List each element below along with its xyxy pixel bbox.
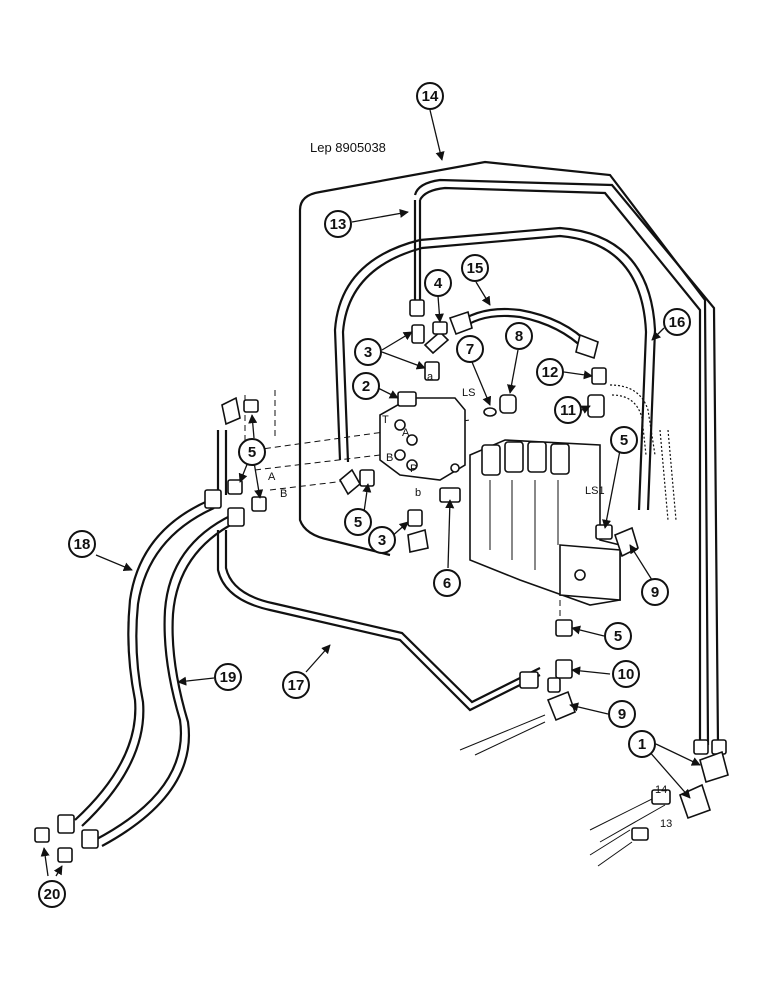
svg-text:8: 8	[515, 328, 523, 345]
svg-text:5: 5	[248, 444, 256, 461]
drawing-reference: Lep 8905038	[310, 140, 386, 155]
svg-text:5: 5	[614, 628, 622, 645]
callout-8: 8	[505, 322, 533, 350]
svg-text:5: 5	[620, 432, 628, 449]
callout-5-right: 5	[610, 426, 638, 454]
callout-17: 17	[282, 671, 310, 699]
hose-15	[454, 307, 591, 351]
callout-3-lower: 3	[368, 526, 396, 554]
svg-text:2: 2	[362, 378, 370, 395]
pilot-valve	[379, 391, 466, 481]
callout-12: 12	[536, 358, 564, 386]
fittings	[34, 299, 729, 863]
callout-10: 10	[612, 660, 640, 688]
port-label-a-upper: A	[402, 427, 410, 439]
svg-text:10: 10	[618, 666, 635, 683]
callout-1: 1	[628, 730, 656, 758]
callout-14: 14	[416, 82, 444, 110]
callout-5-left: 5	[238, 438, 266, 466]
svg-text:14: 14	[422, 88, 439, 105]
line-label-a: A	[268, 471, 276, 483]
svg-text:6: 6	[443, 575, 451, 592]
svg-text:3: 3	[364, 344, 372, 361]
hose-17	[216, 530, 541, 712]
hose-18	[74, 498, 215, 827]
callout-5-pilot: 5	[344, 508, 372, 536]
callout-2: 2	[352, 372, 380, 400]
svg-text:15: 15	[467, 260, 484, 277]
hose-16	[333, 226, 657, 511]
hose-upper-left	[216, 430, 228, 495]
callout-15: 15	[461, 254, 489, 282]
port-label-t: T	[382, 414, 389, 426]
svg-text:13: 13	[330, 216, 347, 233]
svg-text:3: 3	[378, 532, 386, 549]
svg-text:4: 4	[434, 275, 443, 292]
callout-5-lower: 5	[604, 622, 632, 650]
callout-9-lower: 9	[608, 700, 636, 728]
callout-3-upper: 3	[354, 338, 382, 366]
svg-text:19: 19	[220, 669, 237, 686]
callout-11: 11	[554, 396, 582, 424]
callout-19: 19	[214, 663, 242, 691]
line-label-b: B	[280, 488, 287, 500]
callout-9-upper: 9	[641, 578, 669, 606]
svg-text:17: 17	[288, 677, 305, 694]
svg-text:18: 18	[74, 536, 91, 553]
hose-14	[298, 160, 720, 746]
hose-19	[94, 514, 237, 847]
port-label-a: a	[427, 371, 434, 383]
callout-13: 13	[324, 210, 352, 238]
svg-text:7: 7	[466, 341, 474, 358]
svg-text:16: 16	[669, 314, 686, 331]
port-label-b-upper: B	[386, 452, 393, 464]
svg-text:5: 5	[354, 514, 362, 531]
svg-text:12: 12	[542, 364, 559, 381]
svg-text:1: 1	[638, 736, 646, 753]
leader-lines	[40, 109, 701, 877]
svg-text:9: 9	[618, 706, 626, 723]
callout-16: 16	[663, 308, 691, 336]
callout-4: 4	[424, 269, 452, 297]
port-label-p: P	[410, 463, 417, 475]
callout-7: 7	[456, 335, 484, 363]
control-valve-block	[469, 439, 621, 606]
svg-text:11: 11	[560, 402, 576, 419]
hose-end-label-13: 13	[660, 818, 672, 830]
callout-18: 18	[68, 530, 96, 558]
callout-20: 20	[38, 880, 66, 908]
svg-text:20: 20	[44, 886, 61, 903]
port-label-ls: LS	[462, 387, 475, 399]
port-label-b: b	[415, 487, 421, 499]
hose-end-label-14: 14	[655, 784, 667, 796]
callout-6: 6	[433, 569, 461, 597]
svg-text:9: 9	[651, 584, 659, 601]
port-label-ls1: LS1	[585, 485, 605, 497]
